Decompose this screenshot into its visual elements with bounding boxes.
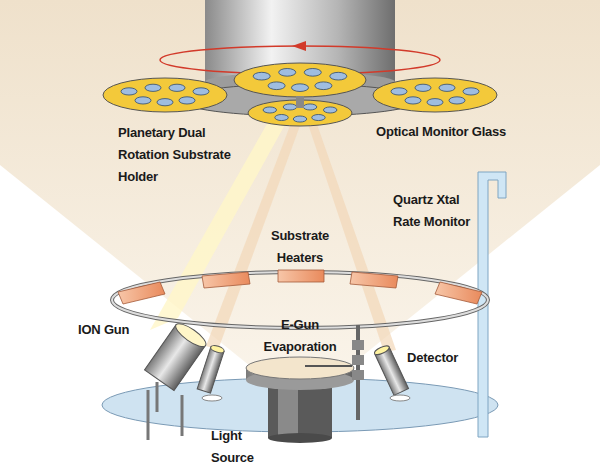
substrate xyxy=(145,84,161,91)
substrate xyxy=(439,84,455,91)
substrate xyxy=(157,99,173,106)
substrate xyxy=(275,115,288,121)
substrate xyxy=(268,82,285,90)
ion-gun xyxy=(129,320,209,413)
substrate xyxy=(121,88,137,95)
e-gun-label: E-Gun Evaporation xyxy=(256,314,344,358)
substrate xyxy=(169,84,185,91)
arrow-head xyxy=(292,41,306,51)
planet-plate xyxy=(373,78,497,112)
port xyxy=(390,395,410,401)
substrate xyxy=(304,69,321,77)
detector xyxy=(373,344,408,395)
substrate xyxy=(135,97,151,104)
substrate xyxy=(291,84,308,92)
substrate xyxy=(312,115,325,121)
holder-label: Planetary Dual Rotation Substrate Holder xyxy=(118,122,250,188)
substrate xyxy=(263,107,276,113)
substrate xyxy=(323,107,336,113)
planet-plates xyxy=(103,63,497,126)
planet-plate xyxy=(103,78,227,112)
substrate xyxy=(415,84,431,91)
light-source xyxy=(197,344,225,393)
heater-label: Substrate Heaters xyxy=(258,225,342,269)
ion-gun-label: ION Gun xyxy=(78,319,148,341)
port xyxy=(202,395,222,401)
support-leg xyxy=(147,390,150,440)
light-source-label: Light Source xyxy=(211,425,263,469)
deposition-cone xyxy=(0,0,600,382)
substrate xyxy=(179,97,195,104)
substrate xyxy=(193,88,209,95)
support-leg xyxy=(181,395,184,436)
quartz-label: Quartz Xtal Rate Monitor xyxy=(393,189,477,233)
substrate xyxy=(427,99,443,106)
substrate xyxy=(253,72,270,80)
substrate xyxy=(315,82,332,90)
substrate xyxy=(330,72,347,80)
planet-plate xyxy=(234,63,366,97)
monitor-glass-label: Optical Monitor Glass xyxy=(376,121,526,143)
substrate xyxy=(283,104,296,110)
quartz-monitor xyxy=(478,172,506,437)
substrate xyxy=(405,97,421,104)
substrate xyxy=(463,88,479,95)
substrate xyxy=(303,104,316,110)
detector-label: Detector xyxy=(407,347,477,369)
ion-beam xyxy=(150,108,292,330)
substrate xyxy=(293,116,306,122)
substrate xyxy=(391,88,407,95)
substrate xyxy=(279,69,296,77)
substrate xyxy=(449,97,465,104)
heaters xyxy=(118,270,482,304)
spindle xyxy=(296,96,304,108)
